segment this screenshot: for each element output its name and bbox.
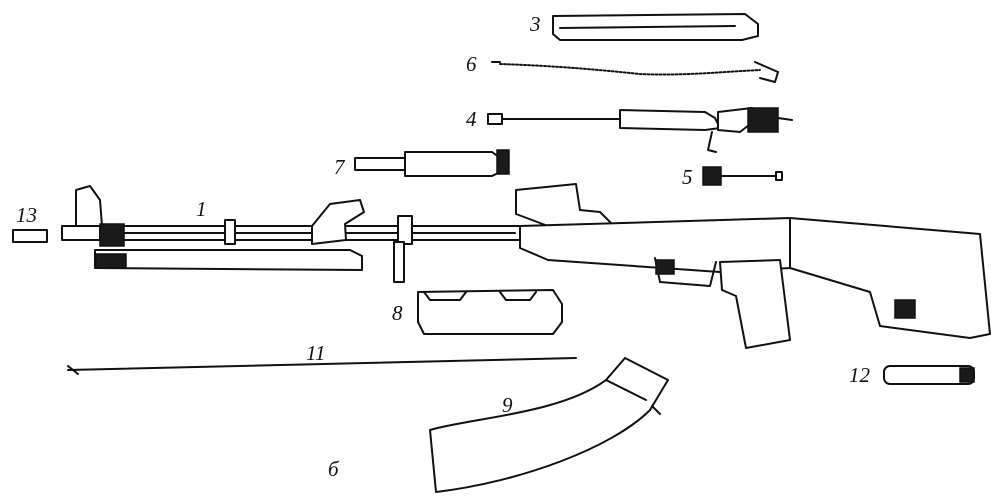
part-12-cleaning-kit (883, 365, 975, 385)
label-11: 11 (306, 341, 325, 365)
label-13: 13 (16, 203, 37, 227)
part-9-magazine (429, 357, 669, 493)
label-8: 8 (392, 301, 403, 325)
part-13-muzzle-cap (12, 229, 48, 243)
label-4: 4 (466, 107, 477, 131)
label-3: 3 (529, 12, 541, 36)
label-7: 7 (334, 155, 346, 179)
label-6: 6 (466, 52, 477, 76)
part-5-bolt (702, 166, 783, 186)
part-8-lower-handguard (417, 289, 563, 335)
part-3-handguard-cover (552, 13, 759, 41)
part-7-gas-tube (354, 149, 510, 177)
label-5: 5 (682, 165, 693, 189)
part-4-bolt-carrier (487, 107, 793, 153)
part-11-cleaning-rod (67, 357, 577, 375)
part-6-recoil-spring (491, 61, 779, 83)
label-1: 1 (196, 197, 207, 221)
label-12: 12 (849, 363, 871, 387)
part-1-main-assembly (61, 183, 991, 349)
sublabel: б (328, 457, 340, 481)
label-9: 9 (502, 393, 513, 417)
